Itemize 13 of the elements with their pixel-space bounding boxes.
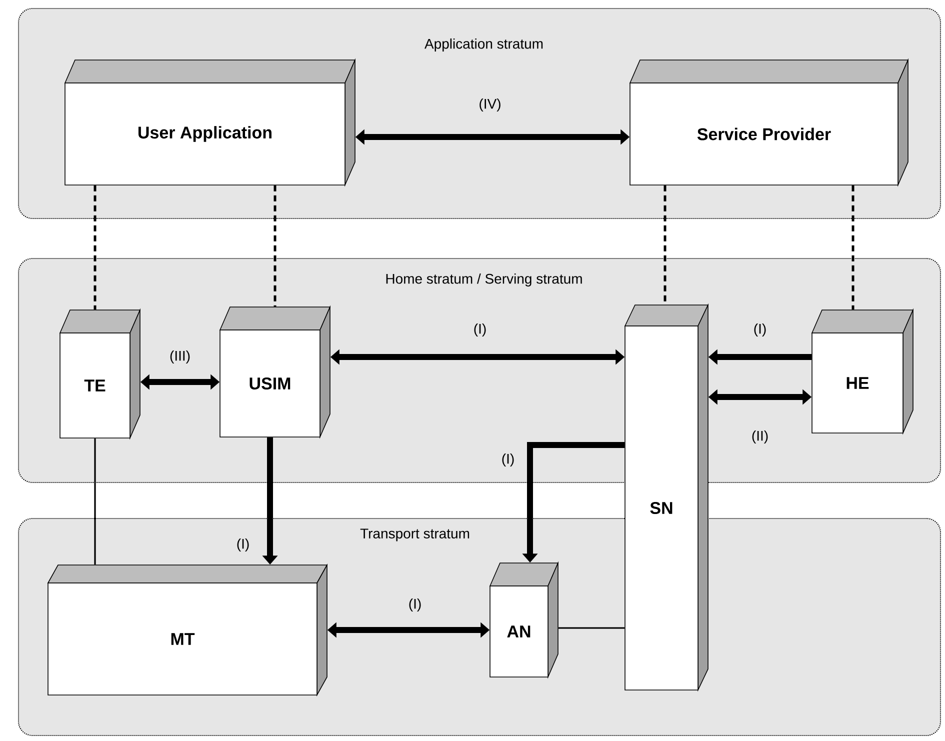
edge-label: (III) bbox=[170, 350, 190, 364]
edge-label: (I) bbox=[474, 323, 486, 337]
edge-label: (I) bbox=[237, 538, 249, 552]
connector-line bbox=[274, 185, 276, 307]
connector-line bbox=[94, 185, 96, 310]
edge-label: (IV) bbox=[480, 98, 500, 112]
edge-label: (I) bbox=[502, 453, 514, 467]
edge-label: (I) bbox=[754, 323, 766, 337]
connector-line bbox=[558, 627, 625, 629]
connector-line bbox=[852, 185, 854, 310]
connector-line bbox=[94, 438, 96, 565]
edge-label: (I) bbox=[409, 598, 421, 612]
edge-label: (II) bbox=[752, 430, 768, 444]
